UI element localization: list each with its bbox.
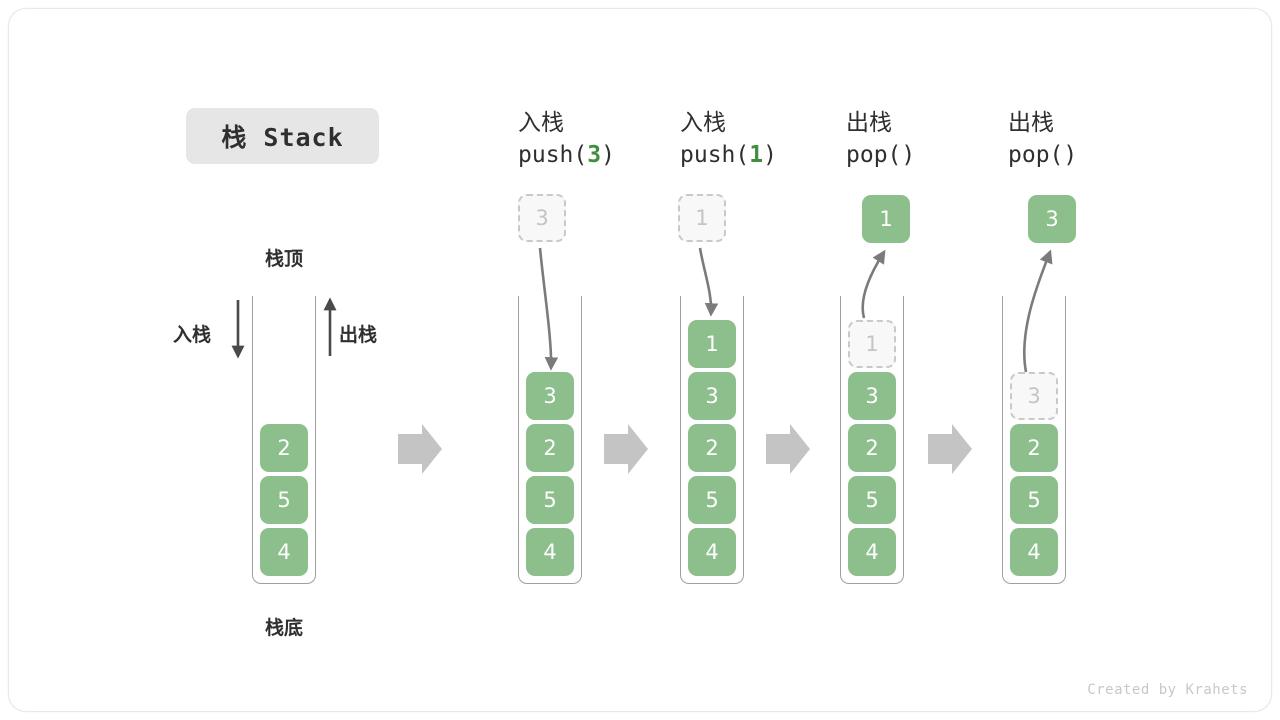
transition-arrow-icon [604, 424, 648, 474]
stack-cell: 5 [1010, 476, 1058, 524]
stack-cell: 2 [260, 424, 308, 472]
step-header-push-3: 入栈 push(3) [518, 108, 688, 172]
stack-cell: 3 [848, 372, 896, 420]
code-value: 3 [587, 142, 602, 168]
step-op-label: 入栈 [680, 110, 726, 136]
code-suffix: ) [1063, 142, 1078, 168]
step-op-label: 出栈 [846, 110, 892, 136]
code-prefix: push( [518, 142, 588, 168]
code-prefix: push( [680, 142, 750, 168]
step-code-label: pop() [1008, 138, 1178, 172]
floating-ghost-cell-push-1: 1 [678, 194, 726, 242]
pop-direction-label: 出栈 [339, 324, 378, 346]
stack-cell: 4 [260, 528, 308, 576]
transition-arrow-icon [398, 424, 442, 474]
stack-cell: 5 [526, 476, 574, 524]
stack-cell: 5 [260, 476, 308, 524]
code-suffix: ) [901, 142, 916, 168]
step-code-label: push(3) [518, 138, 688, 172]
credit-text: Created by Krahets [1087, 682, 1248, 698]
step-op-label: 入栈 [518, 110, 564, 136]
stack-cell: 4 [848, 528, 896, 576]
stack-cell: 2 [1010, 424, 1058, 472]
stack-cell: 5 [688, 476, 736, 524]
floating-popped-cell-1: 1 [862, 195, 910, 243]
stack-cell: 4 [526, 528, 574, 576]
stack-cell-ghost: 3 [1010, 372, 1058, 420]
stack-cell: 3 [526, 372, 574, 420]
push-direction-label: 入栈 [173, 324, 212, 346]
code-prefix: pop( [1008, 142, 1064, 168]
step-header-push-1: 入栈 push(1) [680, 108, 850, 172]
code-suffix: ) [601, 142, 615, 168]
code-suffix: ) [763, 142, 777, 168]
step-code-label: push(1) [680, 138, 850, 172]
stack-cell: 4 [688, 528, 736, 576]
page-title: 栈 Stack [221, 123, 344, 152]
code-prefix: pop( [846, 142, 902, 168]
stack-top-label: 栈顶 [264, 248, 303, 270]
floating-ghost-cell-push-3: 3 [518, 194, 566, 242]
stack-cell: 4 [1010, 528, 1058, 576]
diagram-title-chip: 栈 Stack [186, 108, 379, 164]
stack-bottom-label: 栈底 [264, 617, 303, 639]
stack-cell: 1 [688, 320, 736, 368]
step-header-pop-1: 出栈 pop() [846, 108, 1016, 172]
transition-arrow-icon [766, 424, 810, 474]
stack-cell: 3 [688, 372, 736, 420]
stack-cell: 5 [848, 476, 896, 524]
stack-cell: 2 [688, 424, 736, 472]
step-op-label: 出栈 [1008, 110, 1054, 136]
code-value: 1 [749, 142, 764, 168]
stack-cell: 2 [848, 424, 896, 472]
stack-cell: 2 [526, 424, 574, 472]
transition-arrow-icon [928, 424, 972, 474]
stack-cell-ghost: 1 [848, 320, 896, 368]
step-header-pop-3: 出栈 pop() [1008, 108, 1178, 172]
step-code-label: pop() [846, 138, 1016, 172]
floating-popped-cell-3: 3 [1028, 195, 1076, 243]
